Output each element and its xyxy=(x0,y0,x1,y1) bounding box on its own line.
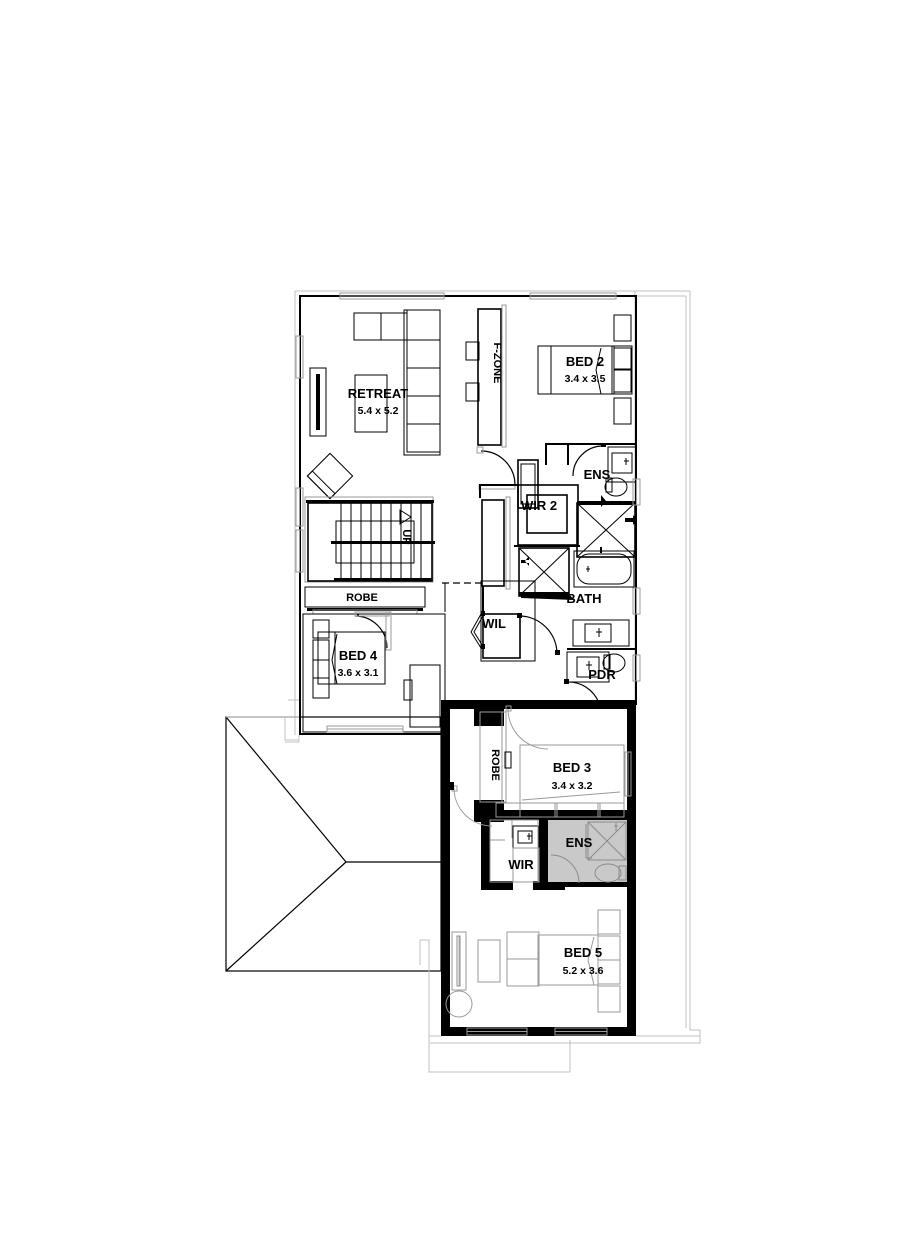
wir-2-room: WIR 2 xyxy=(514,459,580,547)
room-dim-retreat: 5.4 x 5.2 xyxy=(358,405,399,417)
bed-4-labels: BED 4 3.6 x 3.1 xyxy=(338,648,379,679)
staircase: UP xyxy=(304,496,435,583)
door-bath xyxy=(517,613,560,655)
room-label-robe-1: ROBE xyxy=(346,592,378,604)
stair-direction-label: UP xyxy=(400,529,412,544)
pdr-room: PDR xyxy=(566,648,637,683)
room-label-wir-2: WIR 2 xyxy=(521,498,557,513)
room-dim-bed-4: 3.6 x 3.1 xyxy=(338,667,379,679)
window-group-left xyxy=(295,292,617,573)
room-label-pdr: PDR xyxy=(588,667,616,682)
bed-3-room: ROBE BED 3 3.4 x 3.2 xyxy=(479,711,632,818)
door-pdr xyxy=(564,679,600,704)
f-zone-cabinet: F-ZONE xyxy=(465,304,507,448)
room-label-ens-2: ENS xyxy=(566,835,593,850)
wil-room: WIL xyxy=(470,580,536,662)
door-lower-corridor xyxy=(441,782,493,827)
ens-1-room: ENS xyxy=(576,446,637,558)
window-bottom-bed-5 xyxy=(441,1027,636,1036)
bed-4-room xyxy=(302,613,446,733)
bed-2-room: BED 2 3.4 x 3.5 xyxy=(537,314,633,425)
door-ens-1 xyxy=(572,443,606,477)
room-label-wir: WIR xyxy=(508,857,534,872)
room-label-bed-4: BED 4 xyxy=(339,648,378,663)
retreat-furniture xyxy=(306,309,441,500)
room-label-bed-5: BED 5 xyxy=(564,945,602,960)
room-label-f-zone: F-ZONE xyxy=(491,343,503,384)
room-label-wil: WIL xyxy=(482,616,506,631)
room-dim-bed-3: 3.4 x 3.2 xyxy=(552,780,593,792)
left-outline-steps xyxy=(285,699,430,1036)
room-dim-bed-5: 5.2 x 3.6 xyxy=(563,965,604,977)
room-dim-bed-2: 3.4 x 3.5 xyxy=(565,373,606,385)
room-label-robe-2: ROBE xyxy=(489,749,501,781)
robe-1-label-group: ROBE xyxy=(346,592,378,604)
retreat-labels: RETREAT 5.4 x 5.2 xyxy=(348,386,408,417)
ens-2-room: ENS xyxy=(512,820,627,884)
door-f-zone xyxy=(476,446,516,490)
room-label-bed-3: BED 3 xyxy=(553,760,591,775)
garage-roof-hip xyxy=(225,716,442,972)
room-label-ens-1: ENS xyxy=(584,467,611,482)
corridor-walls xyxy=(479,484,519,616)
room-label-bed-2: BED 2 xyxy=(566,354,604,369)
wir-room: WIR xyxy=(489,819,540,883)
bed-5-room: BED 5 5.2 x 3.6 xyxy=(445,909,621,1018)
room-label-bath: BATH xyxy=(566,591,601,606)
door-bed-4 xyxy=(354,611,392,651)
bed2-ens-partition xyxy=(545,443,637,465)
terrace-outline xyxy=(428,1035,701,1073)
outer-boundary-lines xyxy=(294,290,701,1040)
bath-room: BATH xyxy=(518,547,635,647)
door-bed-3 xyxy=(505,705,549,750)
window-group-right-upper xyxy=(632,478,641,682)
room-label-retreat: RETREAT xyxy=(348,386,408,401)
